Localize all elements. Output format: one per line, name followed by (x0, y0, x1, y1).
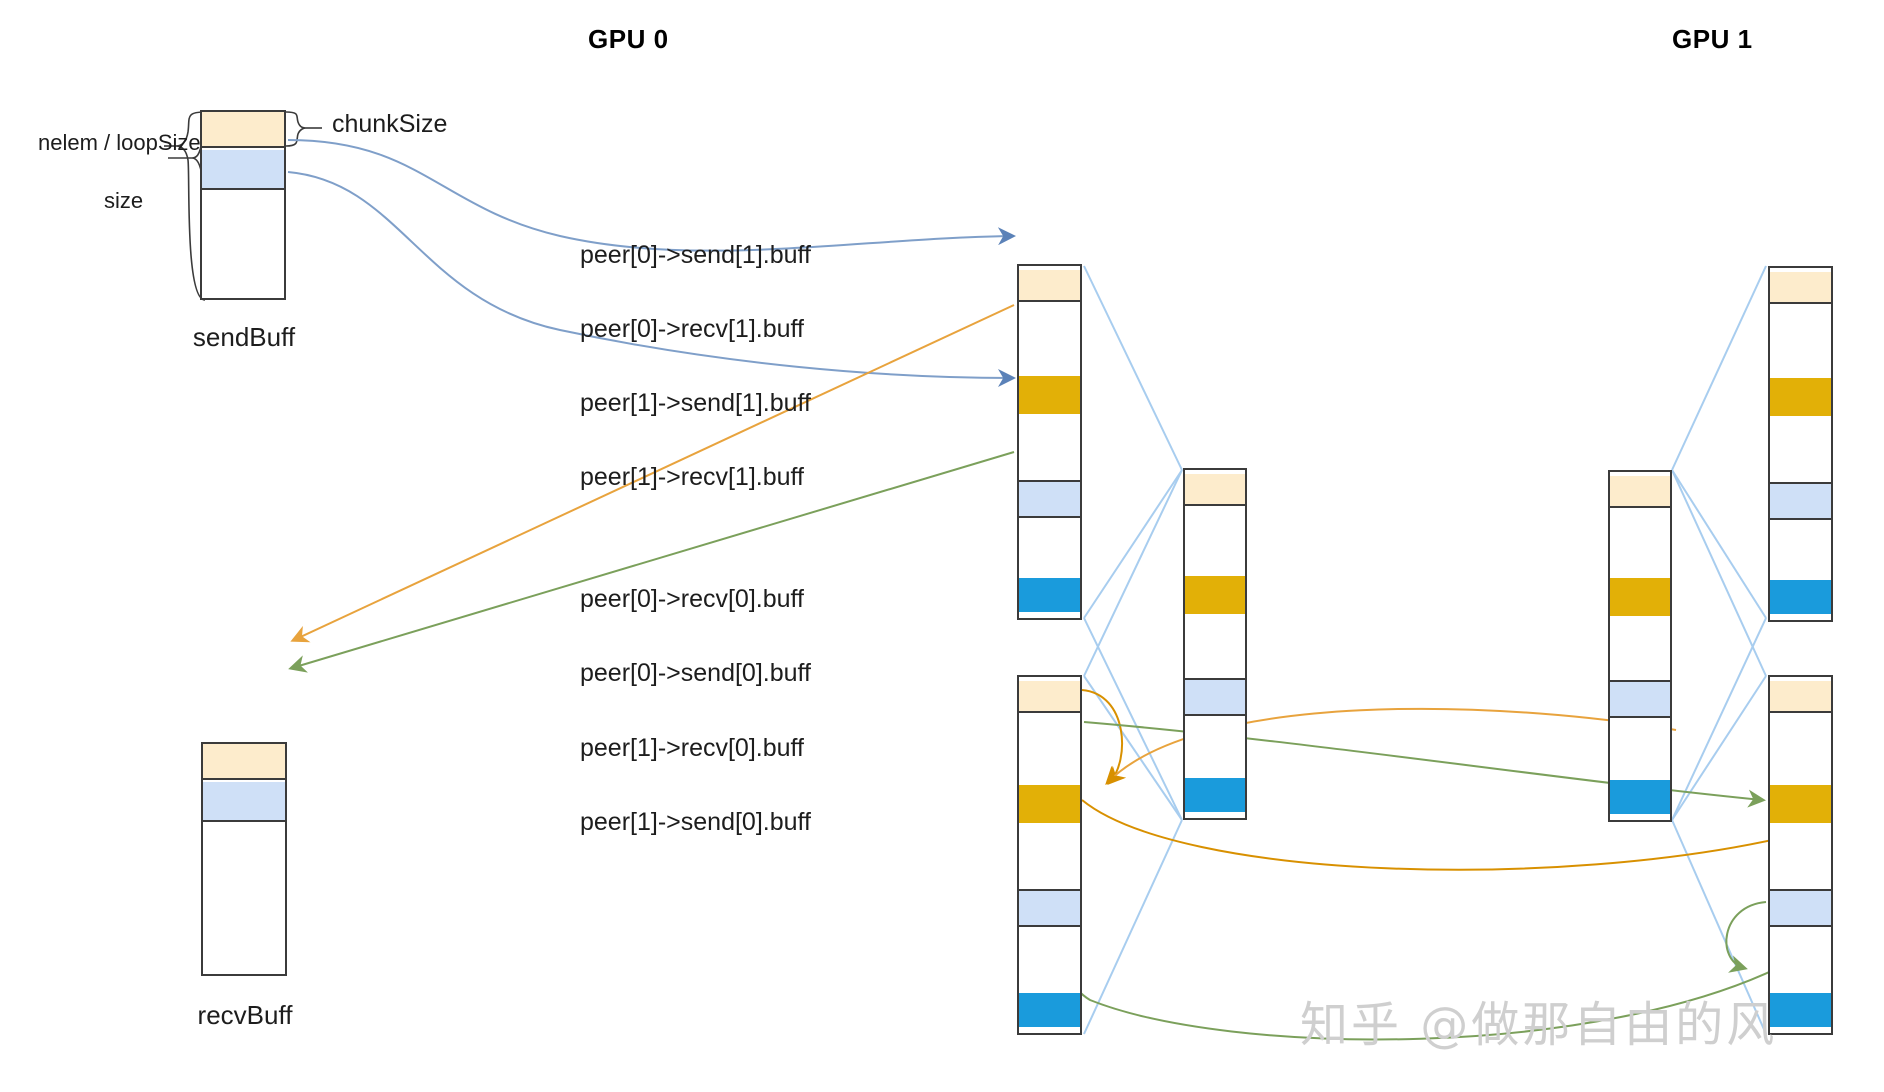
gpu1-lower-seg-gold (1770, 785, 1831, 823)
sendbuff-box (200, 110, 286, 300)
gpu1-lower-column (1768, 675, 1833, 1035)
gpu0-right-seg-blue (1185, 778, 1245, 812)
wire-crossings-gpu0 (1083, 265, 1183, 1035)
peer-label-1: peer[0]->recv[1].buff (580, 315, 804, 343)
gpu1-upper-column (1768, 266, 1833, 622)
gpu0-upper-seg-cream (1019, 270, 1080, 302)
wire-sendbuff-lightblue-to-gpu0-send1b (287, 171, 1016, 387)
gpu1-lower-seg-blue (1770, 993, 1831, 1027)
gpu0-lower-seg-cream (1019, 681, 1080, 713)
recvbuff-chunk-cream (203, 744, 285, 780)
recvbuff-box (201, 742, 287, 976)
gpu0-upper-column (1017, 264, 1082, 620)
gpu0-lower-column (1017, 675, 1082, 1035)
peer-label-3: peer[1]->recv[1].buff (580, 463, 804, 491)
gpu1-lower-seg-lightblue (1770, 889, 1831, 927)
gpu0-lower-seg-gold (1019, 785, 1080, 823)
gpu1-lower-seg-cream (1770, 681, 1831, 713)
gpu-0-title: GPU 0 (588, 24, 669, 54)
gpu0-right-column (1183, 468, 1247, 820)
wire-gpu0-lower-cream-to-gold (1081, 689, 1127, 785)
peer-label-4: peer[0]->recv[0].buff (580, 585, 804, 613)
gpu1-upper-seg-blue (1770, 580, 1831, 614)
gpu0-upper-seg-lightblue (1019, 480, 1080, 518)
gpu1-left-seg-blue (1610, 780, 1670, 814)
gpu1-left-seg-cream (1610, 476, 1670, 508)
sendbuff-chunk-cream (202, 112, 284, 148)
brace-chunksize (285, 111, 322, 147)
gpu1-upper-seg-lightblue (1770, 482, 1831, 520)
gpu-1-title: GPU 1 (1672, 24, 1753, 54)
gpu0-lower-seg-blue (1019, 993, 1080, 1027)
gpu1-upper-seg-gold (1770, 378, 1831, 416)
chunksize-label: chunkSize (332, 110, 448, 138)
wire-gpu1-lightblue-to-blue (1725, 901, 1767, 973)
peer-label-7: peer[1]->send[0].buff (580, 808, 811, 836)
gpu0-upper-seg-blue (1019, 578, 1080, 612)
watermark: 知乎 @做那自由的风 (1300, 997, 1778, 1053)
gpu0-upper-seg-gold (1019, 376, 1080, 414)
peer-label-5: peer[0]->send[0].buff (580, 659, 811, 687)
gpu1-left-seg-gold (1610, 578, 1670, 616)
gpu1-left-seg-lightblue (1610, 680, 1670, 718)
wire-crossings-gpu1 (1671, 265, 1767, 1035)
peer-label-0: peer[0]->send[1].buff (580, 241, 811, 269)
gpu0-right-seg-lightblue (1185, 678, 1245, 716)
gpu0-right-seg-cream (1185, 474, 1245, 506)
sendbuff-label: sendBuff (192, 322, 296, 352)
peer-label-6: peer[1]->recv[0].buff (580, 734, 804, 762)
gpu0-lower-seg-lightblue (1019, 889, 1080, 927)
recvbuff-chunk-lightblue (203, 782, 285, 822)
gpu1-left-column (1608, 470, 1672, 822)
wire-sendbuff-cream-to-gpu0-send1 (287, 139, 1016, 252)
size-label: size (104, 188, 144, 213)
nelem-loopsize-label: nelem / loopSize (38, 130, 201, 155)
recvbuff-label: recvBuff (197, 1000, 293, 1030)
gpu1-upper-seg-cream (1770, 272, 1831, 304)
peer-label-2: peer[1]->send[1].buff (580, 389, 811, 417)
sendbuff-chunk-lightblue (202, 150, 284, 190)
gpu0-right-seg-gold (1185, 576, 1245, 614)
